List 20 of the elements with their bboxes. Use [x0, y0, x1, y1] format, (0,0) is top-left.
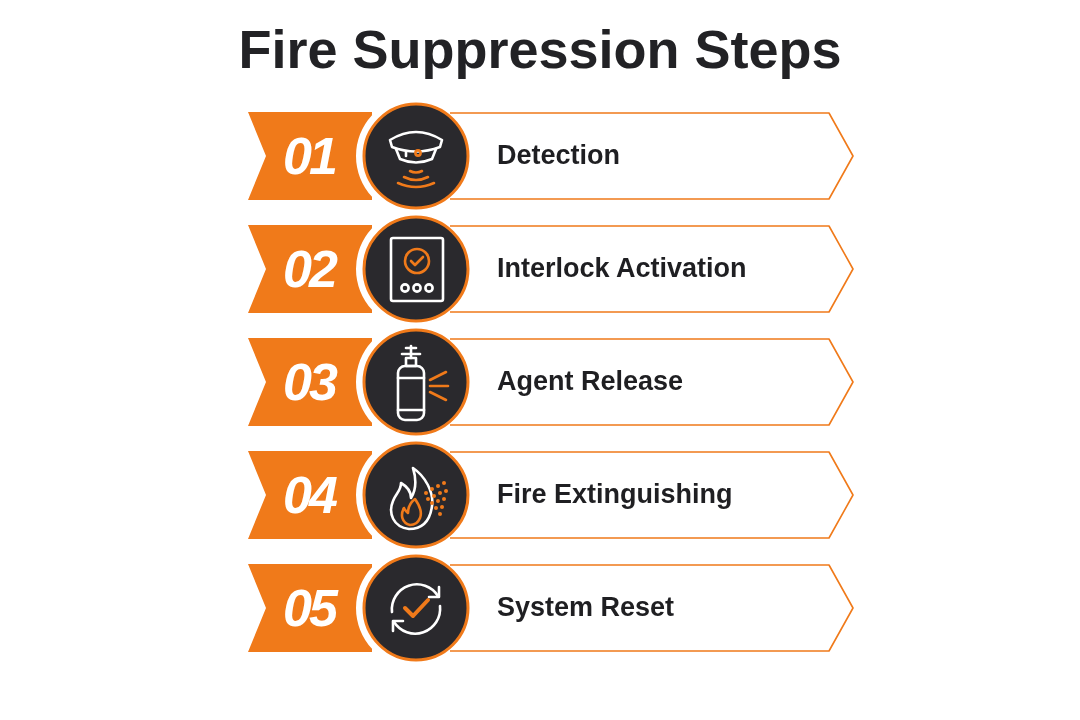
- step-label: Agent Release: [497, 365, 685, 399]
- step-label: Interlock Activation: [497, 252, 748, 286]
- step-arrow-box: [450, 112, 855, 200]
- step-label: Detection: [497, 139, 622, 173]
- number-ribbon: [248, 451, 372, 539]
- number-ribbon: [248, 338, 372, 426]
- step-arrow-box: [450, 225, 855, 313]
- number-ribbon: [248, 112, 372, 200]
- step-arrow-box: [450, 564, 855, 652]
- number-ribbon: [248, 564, 372, 652]
- step-number: 04: [283, 469, 335, 521]
- step-number: 02: [283, 243, 335, 295]
- step-arrow-box: [450, 338, 855, 426]
- step-number: 01: [283, 130, 335, 182]
- step-label: System Reset: [497, 591, 676, 625]
- step-number: 05: [283, 582, 335, 634]
- step-arrow-box: [450, 451, 855, 539]
- step-label: Fire Extinguishing: [497, 478, 734, 512]
- number-ribbon: [248, 225, 372, 313]
- step-number: 03: [283, 356, 335, 408]
